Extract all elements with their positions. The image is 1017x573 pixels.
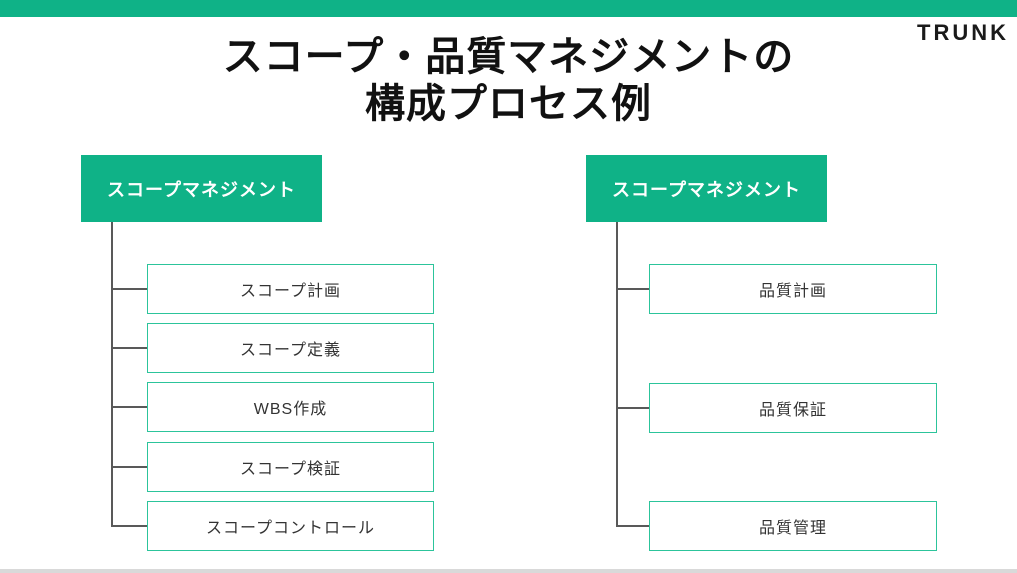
process-box-scope-definition: スコープ定義: [147, 323, 434, 373]
right-tree-header: スコープマネジメント: [586, 155, 827, 222]
page-title: スコープ・品質マネジメントの 構成プロセス例: [0, 34, 1017, 128]
process-box-scope-planning: スコープ計画: [147, 264, 434, 314]
left-tree-header: スコープマネジメント: [81, 155, 322, 222]
process-box-scope-control: スコープコントロール: [147, 501, 434, 551]
left-connector-stub: [111, 406, 147, 408]
process-box-quality-control: 品質管理: [649, 501, 937, 551]
left-connector-stub: [111, 288, 147, 290]
process-box-scope-verification: スコープ検証: [147, 442, 434, 492]
right-connector-stub: [616, 525, 652, 527]
process-box-quality-planning: 品質計画: [649, 264, 937, 314]
page-title-line1: スコープ・品質マネジメントの: [222, 35, 795, 79]
process-box-quality-assurance: 品質保証: [649, 383, 937, 433]
bottom-edge-strip: [0, 569, 1017, 573]
right-connector-stub: [616, 407, 652, 409]
left-connector-stub: [111, 347, 147, 349]
left-connector-vline: [111, 222, 113, 527]
left-connector-stub: [111, 466, 147, 468]
right-connector-vline: [616, 222, 618, 527]
top-accent-bar: [0, 0, 1017, 17]
trunk-logo: TRUNK: [917, 20, 1009, 45]
right-connector-stub: [616, 288, 652, 290]
page-title-line2: 構成プロセス例: [365, 82, 652, 127]
left-connector-stub: [111, 525, 147, 527]
process-box-wbs-creation: WBS作成: [147, 382, 434, 432]
